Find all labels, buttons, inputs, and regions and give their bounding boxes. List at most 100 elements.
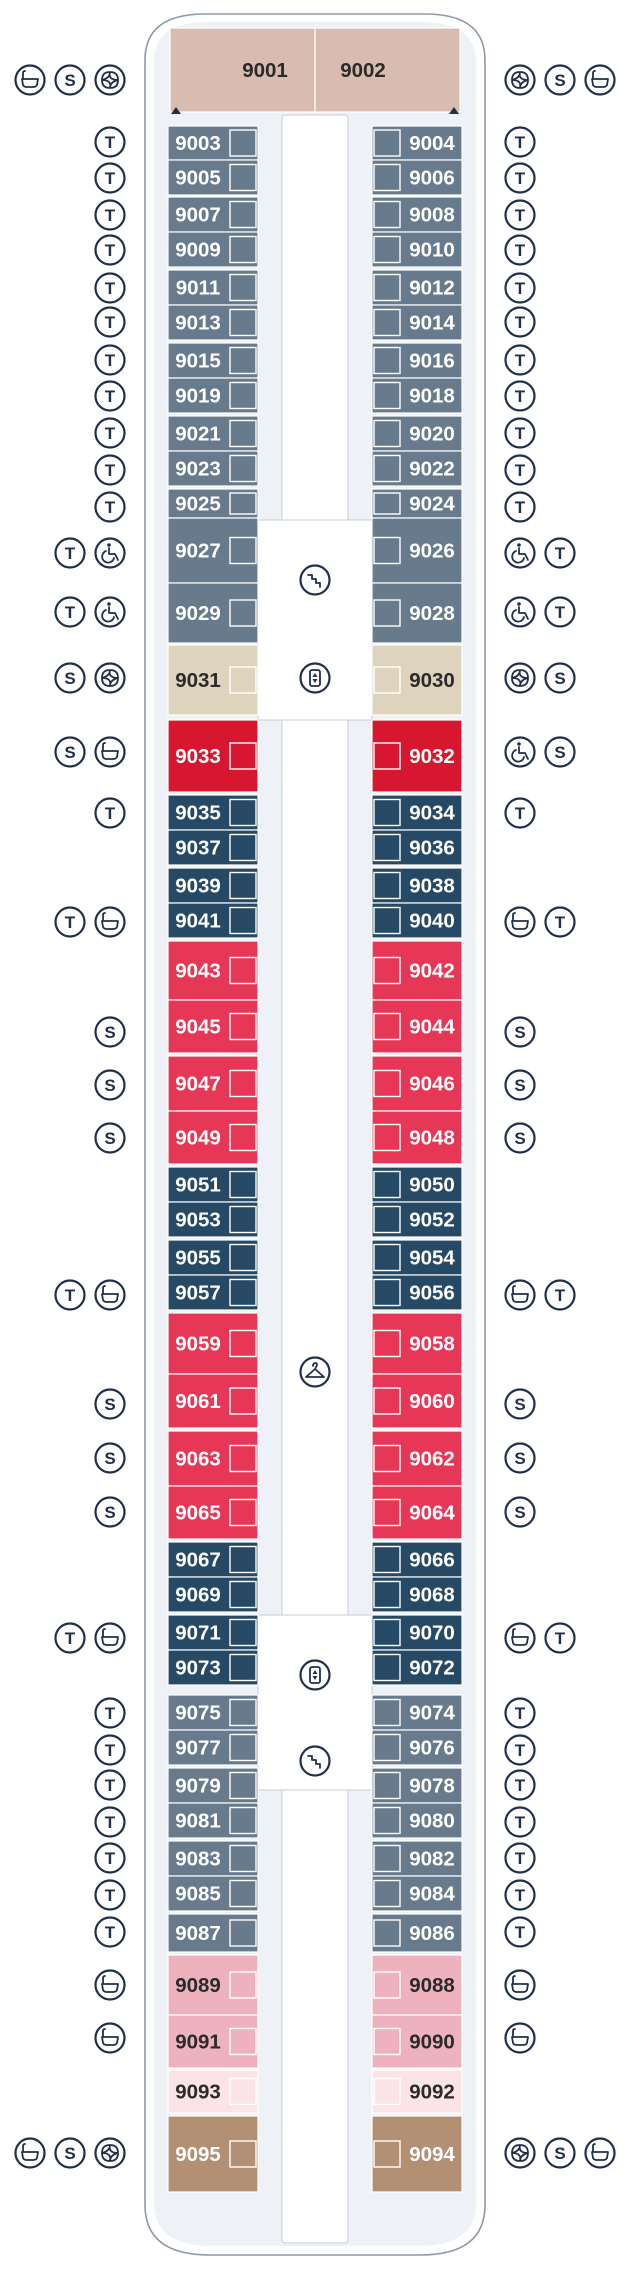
- cabin-9006[interactable]: 9006: [371, 159, 463, 196]
- cabin-9068[interactable]: 9068: [371, 1576, 463, 1613]
- cabin-9046[interactable]: 9046: [371, 1055, 463, 1112]
- cabin-9094[interactable]: 9094: [371, 2115, 463, 2193]
- cabin-bathroom: [229, 454, 257, 483]
- cabin-9035[interactable]: 9035: [167, 794, 259, 831]
- cabin-9077[interactable]: 9077: [167, 1729, 259, 1766]
- cabin-9045[interactable]: 9045: [167, 999, 259, 1054]
- cabin-number: 9095: [175, 2143, 221, 2166]
- cabin-9071[interactable]: 9071: [167, 1614, 259, 1651]
- cabin-9078[interactable]: 9078: [371, 1767, 463, 1804]
- cabin-9087[interactable]: 9087: [167, 1913, 259, 1953]
- cabin-9002[interactable]: 9002: [314, 27, 461, 113]
- cabin-9093[interactable]: 9093: [167, 2069, 259, 2114]
- cabin-9055[interactable]: 9055: [167, 1239, 259, 1276]
- cabin-9063[interactable]: 9063: [167, 1430, 259, 1487]
- cabin-9013[interactable]: 9013: [167, 304, 259, 341]
- cabin-9061[interactable]: 9061: [167, 1373, 259, 1429]
- cabin-9019[interactable]: 9019: [167, 377, 259, 414]
- cabin-9058[interactable]: 9058: [371, 1312, 463, 1375]
- cabin-9086[interactable]: 9086: [371, 1913, 463, 1953]
- cabin-9024[interactable]: 9024: [371, 488, 463, 519]
- cabin-9040[interactable]: 9040: [371, 902, 463, 939]
- cabin-9032[interactable]: 9032: [371, 719, 463, 793]
- whirlpool-icon: [94, 64, 126, 96]
- cabin-9085[interactable]: 9085: [167, 1875, 259, 1912]
- cabin-9007[interactable]: 9007: [167, 196, 259, 233]
- cabin-9084[interactable]: 9084: [371, 1875, 463, 1912]
- cabin-9034[interactable]: 9034: [371, 794, 463, 831]
- cabin-9095[interactable]: 9095: [167, 2115, 259, 2193]
- cabin-9023[interactable]: 9023: [167, 450, 259, 487]
- cabin-9092[interactable]: 9092: [371, 2069, 463, 2114]
- cabin-9018[interactable]: 9018: [371, 377, 463, 414]
- cabin-9038[interactable]: 9038: [371, 867, 463, 904]
- cabin-9039[interactable]: 9039: [167, 867, 259, 904]
- cabin-9050[interactable]: 9050: [371, 1166, 463, 1203]
- cabin-9026[interactable]: 9026: [371, 517, 463, 584]
- tub-t-icon: T: [504, 1734, 536, 1766]
- cabin-9083[interactable]: 9083: [167, 1840, 259, 1877]
- cabin-9037[interactable]: 9037: [167, 829, 259, 866]
- cabin-9074[interactable]: 9074: [371, 1694, 463, 1731]
- cabin-9029[interactable]: 9029: [167, 582, 259, 644]
- cabin-9033[interactable]: 9033: [167, 719, 259, 793]
- cabin-9065[interactable]: 9065: [167, 1485, 259, 1540]
- cabin-9044[interactable]: 9044: [371, 999, 463, 1054]
- cabin-9059[interactable]: 9059: [167, 1312, 259, 1375]
- cabin-9088[interactable]: 9088: [371, 1954, 463, 2016]
- cabin-9080[interactable]: 9080: [371, 1802, 463, 1839]
- cabin-9070[interactable]: 9070: [371, 1614, 463, 1651]
- cabin-9051[interactable]: 9051: [167, 1166, 259, 1203]
- cabin-9015[interactable]: 9015: [167, 342, 259, 379]
- cabin-9005[interactable]: 9005: [167, 159, 259, 196]
- cabin-9090[interactable]: 9090: [371, 2014, 463, 2069]
- cabin-9041[interactable]: 9041: [167, 902, 259, 939]
- cabin-9036[interactable]: 9036: [371, 829, 463, 866]
- cabin-9022[interactable]: 9022: [371, 450, 463, 487]
- cabin-9082[interactable]: 9082: [371, 1840, 463, 1877]
- cabin-9052[interactable]: 9052: [371, 1201, 463, 1238]
- cabin-9014[interactable]: 9014: [371, 304, 463, 341]
- cabin-9073[interactable]: 9073: [167, 1649, 259, 1686]
- cabin-9042[interactable]: 9042: [371, 940, 463, 1001]
- cabin-9030[interactable]: 9030: [371, 644, 463, 716]
- cabin-9062[interactable]: 9062: [371, 1430, 463, 1487]
- cabin-9010[interactable]: 9010: [371, 231, 463, 268]
- cabin-9012[interactable]: 9012: [371, 269, 463, 306]
- cabin-9016[interactable]: 9016: [371, 342, 463, 379]
- cabin-9028[interactable]: 9028: [371, 582, 463, 644]
- cabin-9011[interactable]: 9011: [167, 269, 259, 306]
- cabin-9072[interactable]: 9072: [371, 1649, 463, 1686]
- cabin-9057[interactable]: 9057: [167, 1274, 259, 1311]
- cabin-9064[interactable]: 9064: [371, 1485, 463, 1540]
- cabin-9027[interactable]: 9027: [167, 517, 259, 584]
- cabin-9021[interactable]: 9021: [167, 415, 259, 452]
- cabin-9031[interactable]: 9031: [167, 644, 259, 716]
- cabin-9009[interactable]: 9009: [167, 231, 259, 268]
- cabin-9004[interactable]: 9004: [371, 125, 463, 161]
- cabin-9076[interactable]: 9076: [371, 1729, 463, 1766]
- cabin-9056[interactable]: 9056: [371, 1274, 463, 1311]
- cabin-9001[interactable]: 9001: [169, 27, 316, 113]
- cabin-9091[interactable]: 9091: [167, 2014, 259, 2069]
- cabin-9008[interactable]: 9008: [371, 196, 463, 233]
- cabin-9081[interactable]: 9081: [167, 1802, 259, 1839]
- cabin-9003[interactable]: 9003: [167, 125, 259, 161]
- cabin-9075[interactable]: 9075: [167, 1694, 259, 1731]
- cabin-bathroom: [373, 419, 401, 448]
- cabin-9069[interactable]: 9069: [167, 1576, 259, 1613]
- cabin-9047[interactable]: 9047: [167, 1055, 259, 1112]
- cabin-9043[interactable]: 9043: [167, 940, 259, 1001]
- cabin-9048[interactable]: 9048: [371, 1110, 463, 1165]
- cabin-9066[interactable]: 9066: [371, 1541, 463, 1578]
- cabin-9049[interactable]: 9049: [167, 1110, 259, 1165]
- cabin-bathroom: [373, 833, 401, 862]
- cabin-9053[interactable]: 9053: [167, 1201, 259, 1238]
- cabin-9089[interactable]: 9089: [167, 1954, 259, 2016]
- cabin-9067[interactable]: 9067: [167, 1541, 259, 1578]
- cabin-9020[interactable]: 9020: [371, 415, 463, 452]
- cabin-9079[interactable]: 9079: [167, 1767, 259, 1804]
- cabin-9054[interactable]: 9054: [371, 1239, 463, 1276]
- cabin-9060[interactable]: 9060: [371, 1373, 463, 1429]
- cabin-9025[interactable]: 9025: [167, 488, 259, 519]
